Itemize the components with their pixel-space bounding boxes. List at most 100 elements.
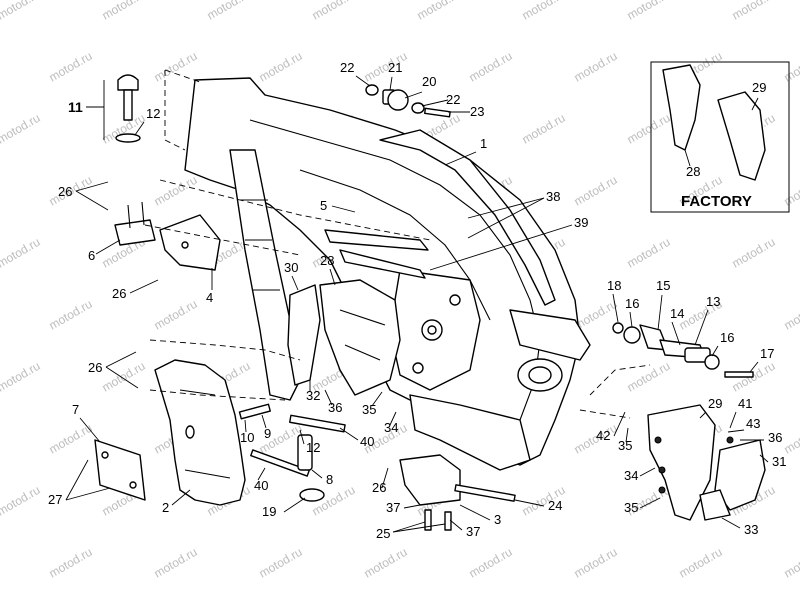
leader-line [261, 414, 267, 429]
watermark-text: motod.ru [47, 297, 95, 333]
watermark-text: motod.ru [205, 0, 253, 23]
callout-c40a: 40 [360, 434, 374, 449]
watermark-text: motod.ru [625, 111, 673, 147]
leader-line [371, 391, 383, 407]
watermark-text: motod.ru [677, 545, 725, 581]
bolt-parts-20-23 [365, 84, 451, 118]
watermark-text: motod.ru [47, 545, 95, 581]
callout-c42: 42 [596, 428, 610, 443]
leader-line [684, 149, 691, 167]
callout-c16b: 16 [720, 330, 734, 345]
callout-c27: 27 [48, 492, 62, 507]
watermark-text: motod.ru [782, 297, 800, 333]
leader-line [291, 275, 299, 291]
watermark-text: motod.ru [257, 545, 305, 581]
cap-part-11 [115, 74, 141, 143]
main-frame-drawing [184, 77, 591, 471]
factory-label: FACTORY [681, 193, 752, 210]
watermark-text: motod.ru [152, 173, 200, 209]
watermark-text: motod.ru [782, 173, 800, 209]
callout-c40b: 40 [254, 478, 268, 493]
callout-c31: 31 [772, 454, 786, 469]
callout-c11: 11 [68, 99, 83, 115]
bracket-part-4 [159, 214, 221, 271]
leader-line [329, 268, 336, 286]
callout-c25: 25 [376, 526, 390, 541]
side-covers-right [647, 404, 766, 521]
leader-line [331, 205, 356, 213]
leader-line [514, 499, 545, 507]
callout-c1: 1 [480, 136, 487, 151]
leader-line [421, 99, 449, 107]
callout-c41: 41 [738, 396, 752, 411]
callout-c20: 20 [422, 74, 436, 89]
callout-c15: 15 [656, 278, 670, 293]
leader-line [244, 419, 247, 433]
watermark-text: motod.ru [625, 359, 673, 395]
callout-c35b: 35 [618, 438, 632, 453]
leader-line [444, 151, 477, 166]
leader-line [129, 279, 159, 294]
watermark-text: motod.ru [310, 0, 358, 23]
callout-c30: 30 [284, 260, 298, 275]
leader-line [389, 76, 393, 91]
callout-c34a: 34 [384, 420, 398, 435]
callout-c22b: 22 [446, 92, 460, 107]
callout-c34b: 34 [624, 468, 638, 483]
bushing-parts-13-18 [612, 322, 754, 378]
leader-line [467, 197, 545, 219]
leader-line [467, 197, 545, 239]
callout-c9: 9 [264, 426, 271, 441]
callout-c3: 3 [494, 512, 501, 527]
leader-line [392, 523, 446, 533]
callout-c10: 10 [240, 430, 254, 445]
leader-line [404, 91, 423, 99]
leader-line [75, 181, 109, 192]
leader-line [657, 294, 663, 331]
callout-c26a: 26 [58, 184, 72, 199]
leader-line [751, 97, 759, 111]
plate-part-28-center [319, 279, 401, 396]
callout-c38: 38 [546, 189, 560, 204]
leader-line [75, 190, 109, 211]
leader-line [429, 224, 573, 271]
leader-line [105, 351, 137, 368]
watermark-text: motod.ru [520, 0, 568, 23]
callout-c2: 2 [162, 500, 169, 515]
leader-line [389, 411, 397, 426]
watermark-text: motod.ru [467, 49, 515, 85]
callout-c35a: 35 [362, 402, 376, 417]
callout-c14: 14 [670, 306, 684, 321]
leader-line [629, 311, 633, 328]
leader-lines [65, 75, 769, 533]
watermark-text: motod.ru [362, 545, 410, 581]
leader-line [711, 345, 719, 357]
callout-c16a: 16 [625, 296, 639, 311]
callout-c36a: 36 [328, 400, 342, 415]
callout-c39: 39 [574, 215, 588, 230]
callout-c43: 43 [746, 416, 760, 431]
callout-c29a: 29 [708, 396, 722, 411]
leader-line [759, 454, 769, 463]
watermark-text: motod.ru [152, 49, 200, 85]
callout-c21: 21 [388, 60, 402, 75]
leader-line [381, 467, 389, 489]
leader-line [65, 459, 89, 501]
bracket-part-6 [114, 201, 156, 246]
watermark-text: motod.ru [782, 49, 800, 85]
watermark-text: motod.ru [782, 421, 800, 457]
leader-line [459, 504, 491, 521]
watermark-text: motod.ru [572, 173, 620, 209]
leader-line [311, 469, 323, 479]
callout-c37a: 37 [386, 500, 400, 515]
watermark-text: motod.ru [572, 49, 620, 85]
watermark-text: motod.ru [257, 49, 305, 85]
leader-line [727, 429, 745, 433]
callout-c26c: 26 [88, 360, 102, 375]
callout-c13: 13 [706, 294, 720, 309]
callout-c36b: 36 [768, 430, 782, 445]
bracket-part-3 [399, 454, 516, 531]
callout-c29b: 29 [752, 80, 766, 95]
